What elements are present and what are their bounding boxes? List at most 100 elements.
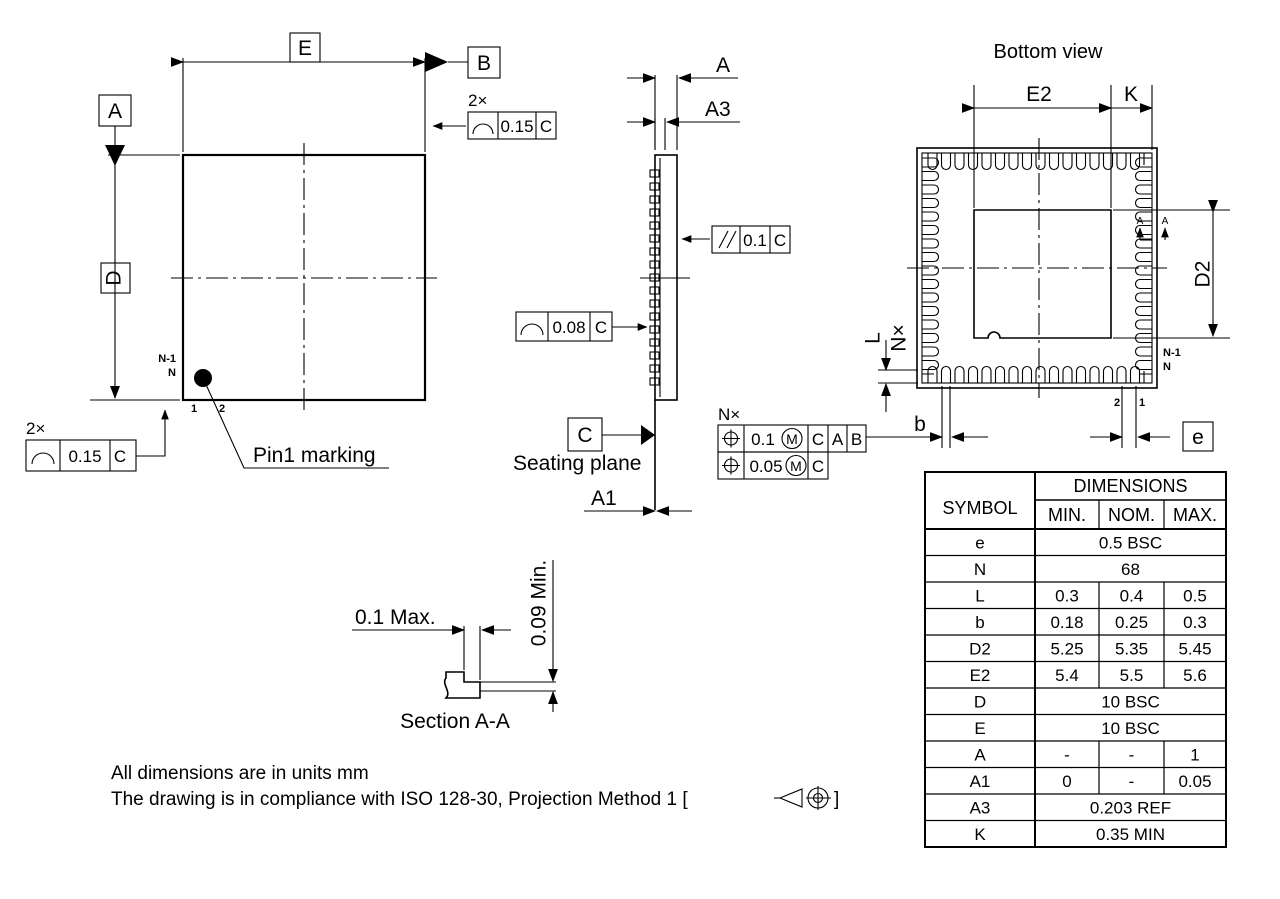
drawing-notes: All dimensions are in units mm The drawi… [111,763,839,810]
top-view-pin-n-minus-1: N-1 [158,353,176,365]
section-arrow-marks: A A [1136,216,1169,241]
fcf-position-row2-datum-c: C [812,457,824,476]
table-cell-nom: 0.25 [1115,613,1148,632]
table-cell-symbol: b [975,613,984,632]
bottom-view-pin-n-minus-1: N-1 [1163,347,1181,359]
dim-label-e2: E2 [1026,83,1052,106]
table-cell-span: 68 [1121,560,1140,579]
fcf-position-row1-datum-a: A [832,430,844,449]
dim-label-e: E [298,37,312,60]
datum-label-c: C [577,424,592,447]
bottom-view-pin-2: 2 [1114,397,1120,409]
fcf-profile-side-frame: 0.08 C [515,311,613,342]
dim-label-e-pitch: e [1192,426,1204,449]
bottom-view-pin-n: N [1163,361,1171,373]
table-cell-symbol: E [974,719,985,738]
dim-label-d: D [103,270,126,285]
table-cell-symbol: K [974,825,986,844]
datum-label-a: A [108,100,122,123]
fcf-position-multiplier: N× [718,405,740,424]
fcf-top-tolerance: 0.15 [500,117,533,136]
section-aa-label: Section A-A [400,710,510,733]
datum-c-triangle [641,425,655,445]
table-cell-span: 10 BSC [1101,719,1160,738]
e-label-box [289,32,321,63]
top-view-pin-1: 1 [191,403,197,415]
table-cell-symbol: A [974,745,986,764]
table-cell-min: 5.4 [1055,666,1079,685]
note-line-2: The drawing is in compliance with ISO 12… [111,789,688,810]
table-header-dimensions: DIMENSIONS [1073,476,1187,496]
table-cell-symbol: E2 [970,666,991,685]
fcf-position-row2-tolerance: 0.05 [749,457,782,476]
fcf-top-datum: C [540,117,552,136]
table-cell-nom: - [1129,772,1135,791]
table-cell-max: 0.5 [1183,586,1207,605]
table-cell-symbol: A3 [970,798,991,817]
top-view-pin-2: 2 [219,403,225,415]
bottom-view-title: Bottom view [994,41,1103,63]
section-aa-detail: 0.1 Max. 0.09 Min. Section A-A [352,560,558,733]
dim-label-b: b [914,413,926,436]
fcf-left-leader [136,409,169,457]
position-symbol-icon [722,429,740,448]
mmc-modifier-circle [781,427,803,450]
table-cell-symbol: A1 [970,772,991,791]
pin1-marking-leader [202,377,389,469]
detail-vertical-dim-label: 0.09 Min. [528,560,551,646]
fcf-position-frame: 0.1 M C A B 0.05 M C [717,424,867,480]
table-header-max: MAX. [1173,505,1217,525]
table-cell-nom: - [1129,745,1135,764]
top-view: E B 2× 0.15 C A D 2× [25,32,557,472]
table-cell-min: 0 [1062,772,1071,791]
dim-label-nx: N× [888,324,911,351]
dim-label-d2: D2 [1192,261,1215,288]
section-arrow-label-left: A [1137,216,1144,227]
section-arrow-label-right: A [1162,216,1169,227]
table-cell-span: 10 BSC [1101,692,1160,711]
fcf-parallel-tolerance: 0.1 [743,231,767,250]
side-view: A A3 0.1 C 0.08 C [513,54,867,516]
note-line-1: All dimensions are in units mm [111,763,369,784]
fcf-position-row1-datum-c: C [812,430,824,449]
table-cell-symbol: L [975,586,984,605]
exposed-pad-outline [973,209,1112,339]
table-cell-min: 0.18 [1050,613,1083,632]
parallelism-icon [718,230,737,249]
datum-b-box [467,46,501,79]
table-cell-span: 0.5 BSC [1099,533,1162,552]
seating-plane-label: Seating plane [513,452,641,475]
fcf-left-datum: C [114,447,126,466]
table-cell-max: 5.6 [1183,666,1207,685]
bottom-view-pads-bottom [927,365,1145,383]
bottom-view: Bottom view [862,41,1230,452]
table-cell-nom: 0.4 [1120,586,1144,605]
position-symbol-icon [722,456,740,475]
note-bracket-close: ] [834,789,839,810]
table-header-symbol: SYMBOL [942,498,1017,518]
table-cell-nom: 5.5 [1120,666,1144,685]
bottom-view-pin-1: 1 [1139,397,1145,409]
dim-label-a-side: A [716,54,730,77]
bottom-view-pads-left [922,157,940,375]
datum-label-b: B [477,52,491,75]
fcf-position-row1-datum-b: B [851,430,862,449]
bottom-view-pads-right [1134,157,1152,375]
table-cell-symbol: e [975,533,984,552]
profile-surface-icon [472,123,494,135]
table-cell-max: 0.3 [1183,613,1207,632]
dim-label-k: K [1124,83,1138,106]
top-view-pin-n: N [168,367,176,379]
fcf-position-row1-modifier: M [786,431,798,447]
fcf-parallel-frame: 0.1 C [711,225,791,254]
table-header-nom: NOM. [1108,505,1155,525]
side-view-terminal-stack [649,169,660,386]
table-cell-span: 0.203 REF [1090,798,1171,817]
table-cell-max: 1 [1190,745,1199,764]
table-cell-max: 5.45 [1178,639,1211,658]
projection-method-1-icon [774,786,831,810]
dim-label-l: L [862,332,885,344]
pin1-marking-label: Pin1 marking [253,444,376,467]
fcf-left-tolerance: 0.15 [68,447,101,466]
mmc-modifier-circle [785,454,807,477]
